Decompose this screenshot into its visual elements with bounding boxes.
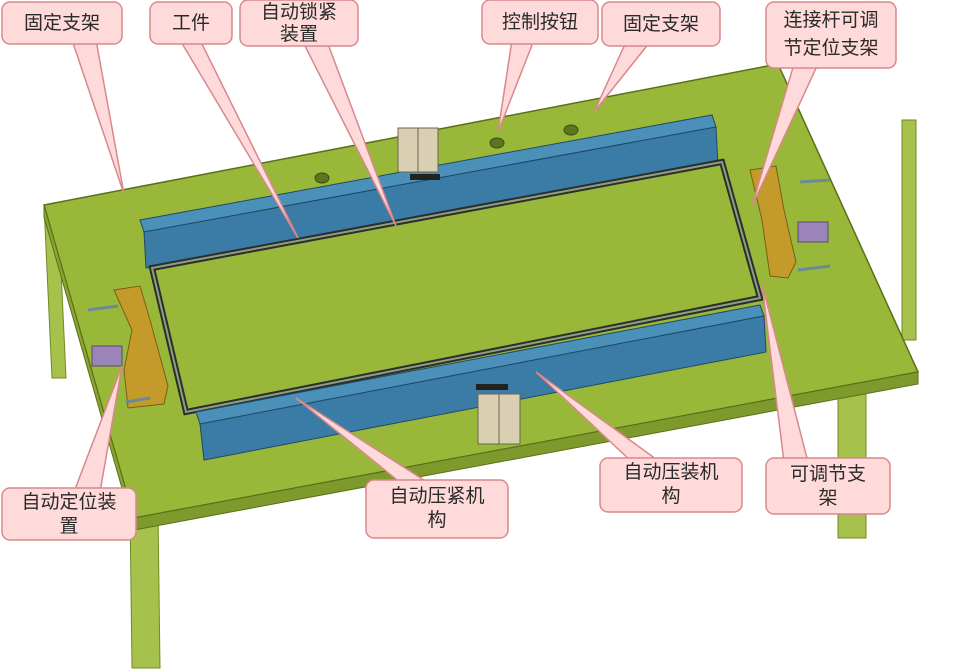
callout-auto-lock	[239, 0, 397, 227]
label-auto-position-2: 置	[59, 515, 79, 537]
back-clamp	[397, 127, 440, 180]
button-hole-1	[489, 137, 505, 149]
label-adjustable-1: 可调节支	[789, 463, 866, 485]
label-control-button: 控制按钮	[501, 11, 578, 33]
button-hole-3	[314, 172, 330, 184]
label-fixed-bracket-right: 固定支架	[622, 13, 699, 35]
label-adjustable-2: 架	[818, 487, 838, 509]
label-auto-lock-2: 装置	[279, 23, 318, 45]
callout-workpiece	[149, 1, 299, 239]
front-clamp	[476, 384, 521, 445]
label-link-bracket-1: 连接杆可调	[783, 9, 879, 31]
label-link-bracket-2: 节定位支架	[783, 37, 879, 59]
front-clamp-plate	[476, 384, 508, 390]
callouts	[1, 0, 897, 541]
callout-fixed-bracket-left	[1, 1, 125, 195]
callout-auto-position	[1, 365, 137, 541]
right-purple-cylinder	[797, 221, 829, 243]
control-buttons	[314, 124, 579, 184]
label-fixed-bracket-left: 固定支架	[23, 12, 100, 34]
label-auto-assembly-1: 自动压装机	[623, 461, 719, 483]
label-workpiece: 工件	[171, 12, 210, 34]
leg-back-right	[901, 119, 917, 341]
label-auto-lock-1: 自动锁紧	[260, 1, 337, 23]
label-auto-press-2: 构	[427, 509, 447, 531]
callout-auto-press	[295, 397, 509, 539]
callout-fixed-bracket-right	[593, 1, 721, 113]
button-hole-2	[563, 124, 579, 136]
left-bracket-body	[113, 285, 169, 409]
back-clamp-plate	[410, 174, 440, 180]
left-purple-cylinder	[91, 345, 123, 367]
callout-control-button	[481, 0, 599, 133]
callout-link-bracket	[751, 1, 897, 207]
callout-adjustable-bracket	[761, 283, 891, 515]
left-position-bracket	[87, 285, 169, 409]
callout-auto-assembly	[535, 371, 743, 513]
label-auto-position-1: 自动定位装	[21, 491, 117, 513]
label-auto-assembly-2: 构	[661, 485, 681, 507]
right-position-bracket	[749, 165, 831, 279]
label-auto-press-1: 自动压紧机	[389, 485, 485, 507]
workpiece-frame	[148, 158, 764, 416]
back-beam	[139, 114, 719, 269]
right-bracket-body	[749, 165, 797, 279]
